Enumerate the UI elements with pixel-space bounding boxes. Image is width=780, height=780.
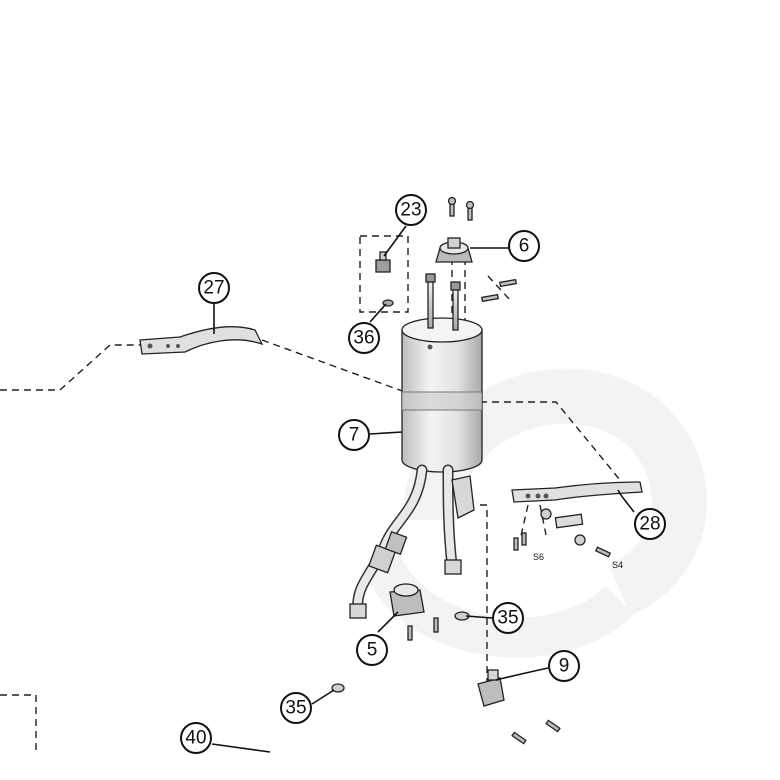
clamp-part-9 [477,669,561,745]
callout-35-upper-label: 35 [497,608,518,629]
callout-23: 23 [395,194,427,226]
leader-lines [211,225,635,753]
callout-6-label: 6 [519,236,530,257]
grommet-part-5 [389,583,439,641]
dashed-routing-lines [0,235,621,750]
callout-5: 5 [356,634,388,666]
callout-27-label: 27 [203,278,224,299]
callout-40-label: 40 [185,728,206,749]
label-s6: S6 [533,552,544,562]
callout-5-label: 5 [367,640,378,661]
label-s4: S4 [612,560,623,570]
callout-36: 36 [348,322,380,354]
callout-9-label: 9 [559,656,570,677]
callout-7: 7 [338,419,370,451]
callout-23-label: 23 [400,200,421,221]
callout-36-label: 36 [353,328,374,349]
callout-6: 6 [508,230,540,262]
screws-top [447,196,517,303]
callout-27: 27 [198,272,230,304]
sensor-part-23 [375,251,394,307]
callout-35-lower: 35 [280,692,312,724]
callout-35-lower-label: 35 [285,698,306,719]
callout-28-label: 28 [639,514,660,535]
refrigerant-tubes [349,464,475,619]
callout-7-label: 7 [349,425,360,446]
callout-9: 9 [548,650,580,682]
bracket-part-28 [511,481,643,558]
callout-35-upper: 35 [492,602,524,634]
filter-drier-cylinder [401,273,483,473]
bracket-part-27 [139,326,264,355]
callout-40: 40 [180,722,212,754]
grommet-part-6 [435,237,473,263]
callout-28: 28 [634,508,666,540]
